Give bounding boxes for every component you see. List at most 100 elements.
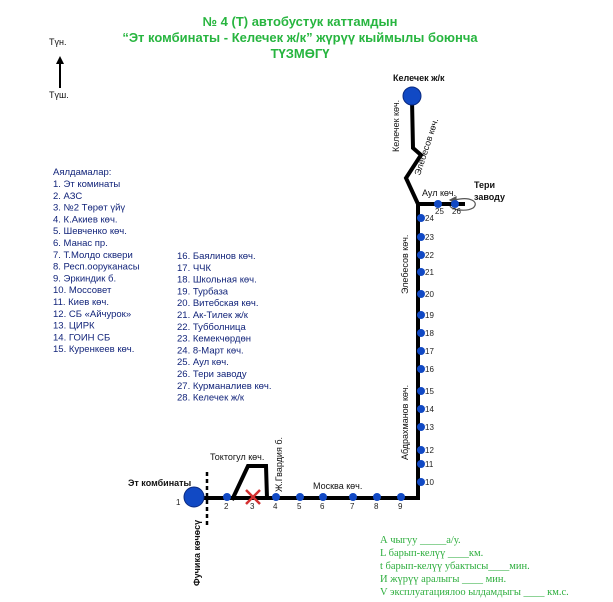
stops-list-item: 11. Киев көч. — [53, 297, 109, 308]
stops-list-item: 20. Витебская көч. — [177, 298, 258, 309]
info-a: А чыгуу _____а/у. — [380, 535, 461, 546]
bus-stop-21 — [417, 268, 425, 276]
stop-number-15: 15 — [425, 387, 434, 396]
terminal-et-kombinaty — [183, 486, 205, 508]
stop-number-8: 8 — [374, 502, 379, 511]
bus-stop-25 — [434, 200, 442, 208]
info-l: L барып-келүү ____км. — [380, 548, 483, 559]
street-elebesov-diagonal: Элебесов көч. — [412, 117, 440, 177]
stops-list-item: 13. ЦИРК — [53, 321, 95, 332]
stop-number-2: 2 — [224, 502, 229, 511]
bus-stop-13 — [417, 423, 425, 431]
street-elebesov: Элебесов көч. — [400, 235, 410, 294]
stops-list-item: 7. Т.Молдо сквери — [53, 250, 133, 261]
stops-list-item: 8. Респ.ооруканасы — [53, 262, 140, 273]
stop-number-22: 22 — [425, 251, 434, 260]
stops-list-item: 1. Эт коминаты — [53, 179, 120, 190]
title-line-3: ТҮЗМӨГҮ — [271, 46, 331, 61]
stops-list-item: 19. Турбаза — [177, 286, 229, 297]
stops-list-item: 22. Тубболница — [177, 322, 246, 333]
bus-stop-19 — [417, 311, 425, 319]
stop-number-16: 16 — [425, 365, 434, 374]
stop-number-23: 23 — [425, 233, 434, 242]
stops-list-item: 12. СБ «Айчурок» — [53, 309, 131, 320]
stops-list-item: 17. ЧЧК — [177, 263, 212, 274]
stop-number-20: 20 — [425, 290, 434, 299]
terminal-kelechek — [402, 86, 422, 106]
street-toktogul: Токтогул көч. — [210, 452, 264, 462]
stop-number-3: 3 — [250, 502, 255, 511]
bus-stop-22 — [417, 251, 425, 259]
bus-stop-26 — [451, 200, 459, 208]
stops-list-item: 28. Келечек ж/к — [177, 393, 245, 404]
teri-zavodu-label-1: Тери — [474, 180, 495, 190]
info-t: t барып-келүү убактысы____мин. — [380, 561, 530, 572]
street-kelechek: Келечек көч. — [391, 100, 401, 152]
bus-stop-23 — [417, 233, 425, 241]
stop-number-6: 6 — [320, 502, 325, 511]
title-line-1: № 4 (Т) автобустук каттамдын — [203, 14, 398, 29]
terminal-et-kombinaty-label: Эт комбинаты — [128, 478, 192, 488]
stop-number-5: 5 — [297, 502, 302, 511]
bus-stop-20 — [417, 290, 425, 298]
bus-stop-15 — [417, 387, 425, 395]
stops-list-item: 26. Тери заводу — [177, 369, 247, 380]
stops-list-item: 9. Эркиндик б. — [53, 273, 116, 284]
stops-list-item: 5. Шевченко көч. — [53, 226, 127, 237]
info-v: V эксплуатациялоо ылдамдыгы ____ км.с. — [380, 587, 569, 598]
bus-stop-12 — [417, 446, 425, 454]
stops-list-heading: Аялдамалар: — [53, 167, 111, 178]
bus-stop-6 — [319, 493, 327, 501]
stop-number-1: 1 — [176, 498, 181, 507]
stop-number-25: 25 — [435, 207, 444, 216]
compass-north-label: Түн. — [49, 37, 66, 47]
stop-number-11: 11 — [425, 460, 434, 469]
stop-number-13: 13 — [425, 423, 434, 432]
info-i: И жүрүү аралыгы ____ мин. — [380, 574, 506, 585]
stops-list-item: 3. №2 Төрөт үйү — [53, 203, 125, 214]
stops-list-item: 21. Ак-Тилек ж/к — [177, 310, 249, 321]
stops-list-item: 15. Куренкеев көч. — [53, 344, 134, 355]
stop-number-14: 14 — [425, 405, 434, 414]
stops-list-item: 14. ГОИН СБ — [53, 332, 110, 343]
street-zh-gvardiya: Ж.Гвардия б. — [274, 437, 284, 492]
stop-number-24: 24 — [425, 214, 434, 223]
bus-stop-14 — [417, 405, 425, 413]
bus-stop-24 — [417, 214, 425, 222]
street-moskva: Москва көч. — [313, 481, 362, 491]
stop-number-21: 21 — [425, 268, 434, 277]
stop-number-4: 4 — [273, 502, 278, 511]
bus-stop-7 — [349, 493, 357, 501]
stop-number-18: 18 — [425, 329, 434, 338]
bus-stop-10 — [417, 478, 425, 486]
stop-number-10: 10 — [425, 478, 434, 487]
stop-number-7: 7 — [350, 502, 355, 511]
stops-list-item: 6. Манас пр. — [53, 238, 108, 249]
terminal-kelechek-label: Келечек ж/к — [393, 73, 445, 83]
bus-stop-16 — [417, 365, 425, 373]
stops-list-item: 18. Школьная көч. — [177, 275, 257, 286]
stops-list-item: 16. Баялинов көч. — [177, 251, 256, 262]
closed-stop-x-icon — [245, 489, 261, 505]
bus-stop-17 — [417, 347, 425, 355]
bus-stop-11 — [417, 460, 425, 468]
stops-list-item: 10. Моссовет — [53, 285, 112, 296]
stop-number-19: 19 — [425, 311, 434, 320]
stop-number-9: 9 — [398, 502, 403, 511]
stops-list-item: 24. 8-Март көч. — [177, 345, 244, 356]
bus-stop-18 — [417, 329, 425, 337]
stops-list-item: 23. Кемекчөрдөн — [177, 334, 251, 345]
bus-stop-2 — [223, 493, 231, 501]
street-abdrakhmanov: Абдрахманов көч. — [400, 385, 410, 460]
north-arrow-icon — [56, 56, 64, 88]
title-line-2: “Эт комбинаты - Келечек ж/к” жүрүү кыймы… — [122, 30, 478, 45]
bus-stop-8 — [373, 493, 381, 501]
bus-stop-5 — [296, 493, 304, 501]
stops-list-item: 4. К.Акиев көч. — [53, 214, 118, 225]
stops-list-item: 25. Аул көч. — [177, 357, 229, 368]
stop-number-17: 17 — [425, 347, 434, 356]
street-aul: Аул көч. — [422, 188, 456, 198]
